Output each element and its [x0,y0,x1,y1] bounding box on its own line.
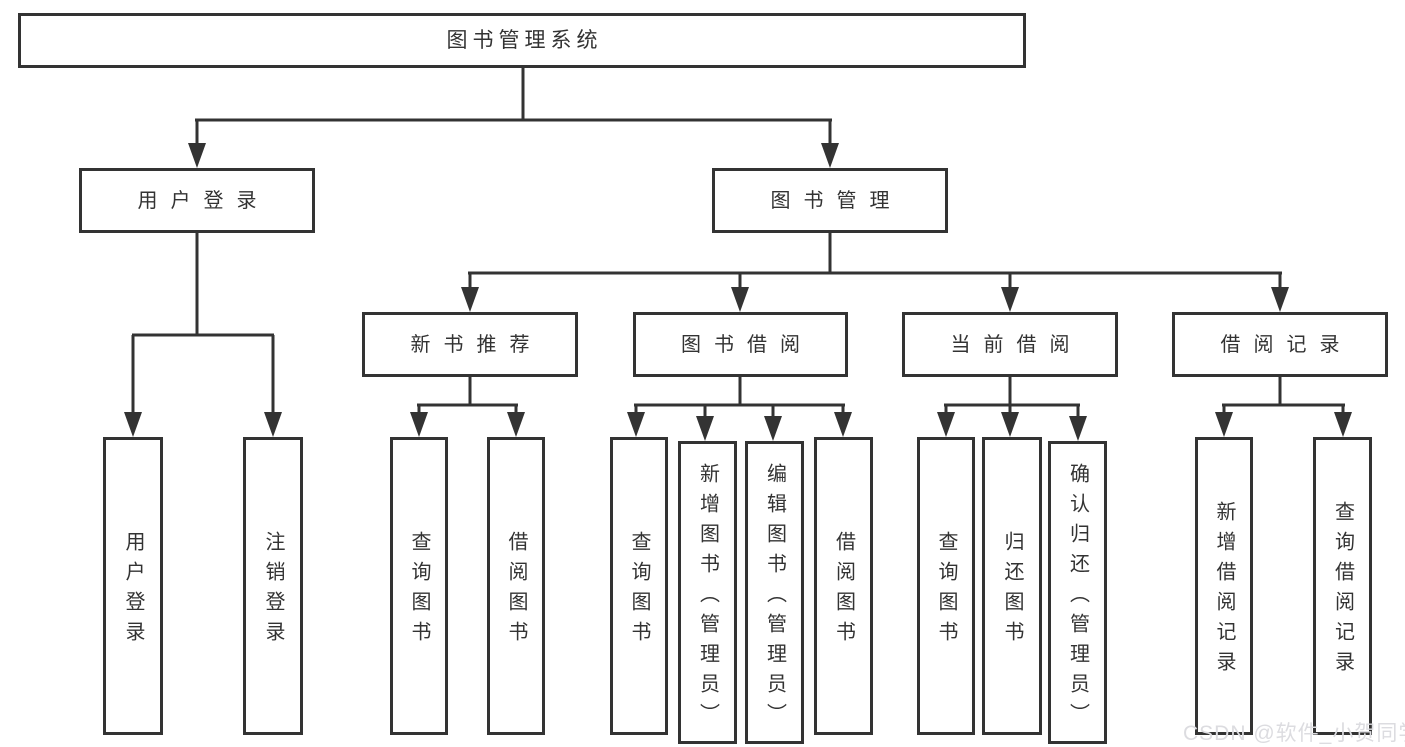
node-user-login: 用户登录 [79,168,315,233]
node-leaf-query-books-borrow: 查询图书 [610,437,668,735]
node-leaf-user-login: 用户登录 [103,437,163,735]
node-leaf-logout: 注销登录 [243,437,303,735]
node-leaf-query-books-cur: 查询图书 [917,437,975,735]
node-leaf-add-books-admin: 新增图书（管理员） [678,441,737,744]
node-leaf-add-borrow-rec: 新增借阅记录 [1195,437,1253,735]
node-leaf-query-borrow-rec: 查询借阅记录 [1313,437,1372,735]
node-leaf-borrow-books-rec: 借阅图书 [487,437,545,735]
node-leaf-edit-books-admin: 编辑图书（管理员） [745,441,804,744]
node-borrow-records: 借阅记录 [1172,312,1388,377]
node-system: 图书管理系统 [18,13,1026,68]
node-leaf-query-books-rec: 查询图书 [390,437,448,735]
node-new-book-recommend: 新书推荐 [362,312,578,377]
node-current-borrow: 当前借阅 [902,312,1118,377]
node-leaf-confirm-return: 确认归还（管理员） [1048,441,1107,744]
csdn-watermark: CSDN @软件_小贺同学 [1183,722,1405,745]
node-leaf-return-books: 归还图书 [982,437,1042,735]
node-book-borrow: 图书借阅 [633,312,848,377]
node-leaf-borrow-books: 借阅图书 [814,437,873,735]
node-book-management: 图书管理 [712,168,948,233]
